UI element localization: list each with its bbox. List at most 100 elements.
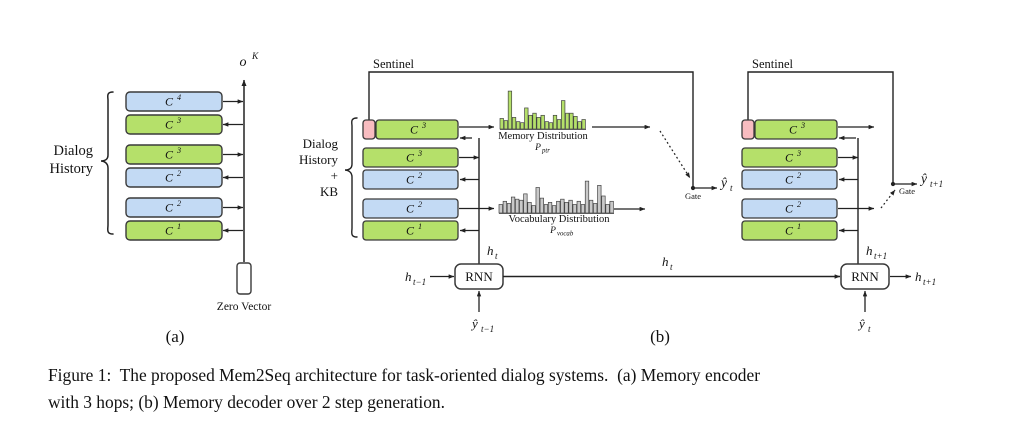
panel-b-step1-rnn[interactable]: RNN: [454, 263, 504, 290]
histogram-bar: [576, 200, 581, 214]
histogram-bar: [527, 202, 532, 214]
panel-b-step2-rnn[interactable]: RNN: [840, 263, 890, 290]
sentinel-path-step1: [368, 71, 694, 190]
figure-caption: Figure 1: The proposed Mem2Seq architect…: [48, 362, 963, 416]
panel-a-memory-block-1[interactable]: C 3: [125, 114, 243, 135]
histogram-bar: [516, 121, 521, 130]
panel-b-step2-hidden-out: h t+1: [890, 269, 936, 287]
histogram-bar: [605, 204, 610, 214]
panel-b-step1-memory-block-0[interactable]: C 3: [362, 119, 495, 141]
histogram-bar: [536, 117, 541, 130]
histogram-bar: [569, 112, 574, 130]
histogram-bar: [548, 122, 553, 130]
dialog-history-kb-line2: History: [299, 152, 339, 167]
memory-block-superscript: 2: [418, 171, 422, 180]
histogram-bar: [539, 197, 544, 214]
memory-block-superscript: 1: [418, 222, 422, 231]
histogram-bar: [499, 118, 504, 130]
prev-output-symbol: ŷ: [470, 316, 478, 331]
memory-block-label: C: [785, 151, 794, 165]
histogram-bar: [552, 205, 557, 214]
hidden-up-symbol: h: [866, 243, 873, 258]
panel-a-memory-block-4[interactable]: C 2: [125, 197, 244, 218]
memory-block-superscript: 1: [177, 222, 181, 231]
hidden-up-subscript: t+1: [874, 251, 887, 261]
histogram-bar: [601, 195, 606, 214]
histogram-bar: [532, 112, 537, 130]
histogram-bar: [577, 121, 582, 130]
vocabulary-distribution-title: Vocabulary Distribution: [508, 214, 610, 225]
dialog-history-line2: History: [50, 161, 94, 177]
panel-b-step1-hidden-in: h t−1: [405, 269, 455, 287]
dialog-history-kb-line4: KB: [320, 184, 338, 199]
memory-block-label: C: [406, 151, 415, 165]
memory-block-superscript: 3: [800, 121, 805, 130]
panel-b-step1-memory-block-4[interactable]: C 1: [362, 220, 479, 241]
panel-a-memory-block-2[interactable]: C 3: [125, 144, 244, 165]
panel-b-step2-hidden-feed: h t+1: [857, 138, 887, 265]
panel-b-step1-gate[interactable]: Gate ŷ t: [659, 130, 733, 201]
memory-block-label: C: [410, 123, 419, 137]
panel-b-step2-memory-block-1[interactable]: C 3: [741, 147, 859, 168]
panel-a: o K Dialog History C 4 C 3: [50, 52, 272, 346]
sentinel-cell[interactable]: [362, 119, 376, 140]
panel-b-step2-memory-block-0[interactable]: C 3: [741, 119, 875, 141]
panel-b-dialog-history-label: Dialog History + KB: [299, 136, 339, 199]
panel-b-step1-memory-block-2[interactable]: C 2: [362, 169, 479, 190]
histogram-bar: [511, 117, 517, 130]
memory-block-superscript: 3: [421, 121, 426, 130]
histogram-bar: [523, 193, 528, 214]
memory-block-label: C: [406, 202, 415, 216]
memory-block-superscript: 3: [417, 149, 422, 158]
prev-output-subscript: t−1: [481, 324, 494, 334]
panel-a-memory-block-3[interactable]: C 2: [125, 167, 243, 188]
dialog-history-line1: Dialog: [54, 143, 93, 159]
memory-block-label: C: [406, 224, 415, 238]
memory-distribution-chart: Memory Distribution P ptr: [498, 90, 651, 155]
histogram-bar: [580, 204, 586, 214]
panel-a-memory-block-5[interactable]: C 1: [125, 220, 243, 241]
histogram-bar: [556, 119, 562, 130]
memory-block-label: C: [165, 171, 174, 185]
panel-b-step1-memory-block-1[interactable]: C 3: [362, 147, 480, 168]
panel-a-zero-vector[interactable]: Zero Vector: [217, 262, 272, 313]
gate-output-symbol: ŷ: [719, 175, 727, 190]
panel-b-step2-memory-block-4[interactable]: C 1: [741, 220, 858, 241]
memory-distribution-subtitle: P: [534, 143, 541, 153]
memory-block-superscript: 3: [796, 149, 801, 158]
gate-label-step2: Gate: [899, 186, 915, 196]
panel-b-dialog-history-brace: [344, 117, 358, 238]
histogram-bar: [544, 121, 549, 130]
dialog-history-kb-line3: +: [331, 168, 338, 183]
gate-output-subscript: t+1: [930, 179, 943, 189]
histogram-bar: [535, 187, 540, 214]
panel-a-memory-block-0[interactable]: C 4: [125, 91, 244, 112]
histogram-bar: [561, 100, 566, 130]
histogram-bar: [609, 200, 614, 214]
histogram-bar: [564, 202, 569, 214]
panel-a-dialog-history-brace: [100, 91, 114, 235]
rnn-label: RNN: [851, 269, 879, 284]
memory-block-superscript: 2: [797, 171, 801, 180]
panel-b-step2-memory-block-2[interactable]: C 2: [741, 169, 858, 190]
memory-block-superscript: 4: [177, 93, 181, 102]
histogram-bar: [520, 122, 525, 130]
histogram-bar: [507, 90, 513, 130]
output-symbol: o: [240, 55, 247, 70]
histogram-bar: [552, 114, 558, 130]
memory-distribution-subtitle-sub: ptr: [541, 148, 550, 155]
histogram-bar: [581, 119, 586, 130]
histogram-bar: [510, 196, 516, 214]
histogram-bar: [556, 200, 561, 214]
panel-b-step2-memory-block-3[interactable]: C 2: [741, 198, 875, 219]
panel-a-dialog-history-label: Dialog History: [50, 143, 94, 177]
memory-block-superscript: 2: [177, 169, 181, 178]
histogram-bar: [519, 199, 524, 214]
sentinel-cell[interactable]: [741, 119, 755, 140]
zero-vector-label: Zero Vector: [217, 301, 272, 313]
panel-b-step1-memory-block-3[interactable]: C 2: [362, 198, 495, 219]
histogram-bar: [506, 203, 512, 214]
panel-b-step2-rnn-input: ŷ t: [857, 290, 871, 334]
panel-b-step2-gate[interactable]: Gate ŷ t+1: [880, 171, 943, 209]
